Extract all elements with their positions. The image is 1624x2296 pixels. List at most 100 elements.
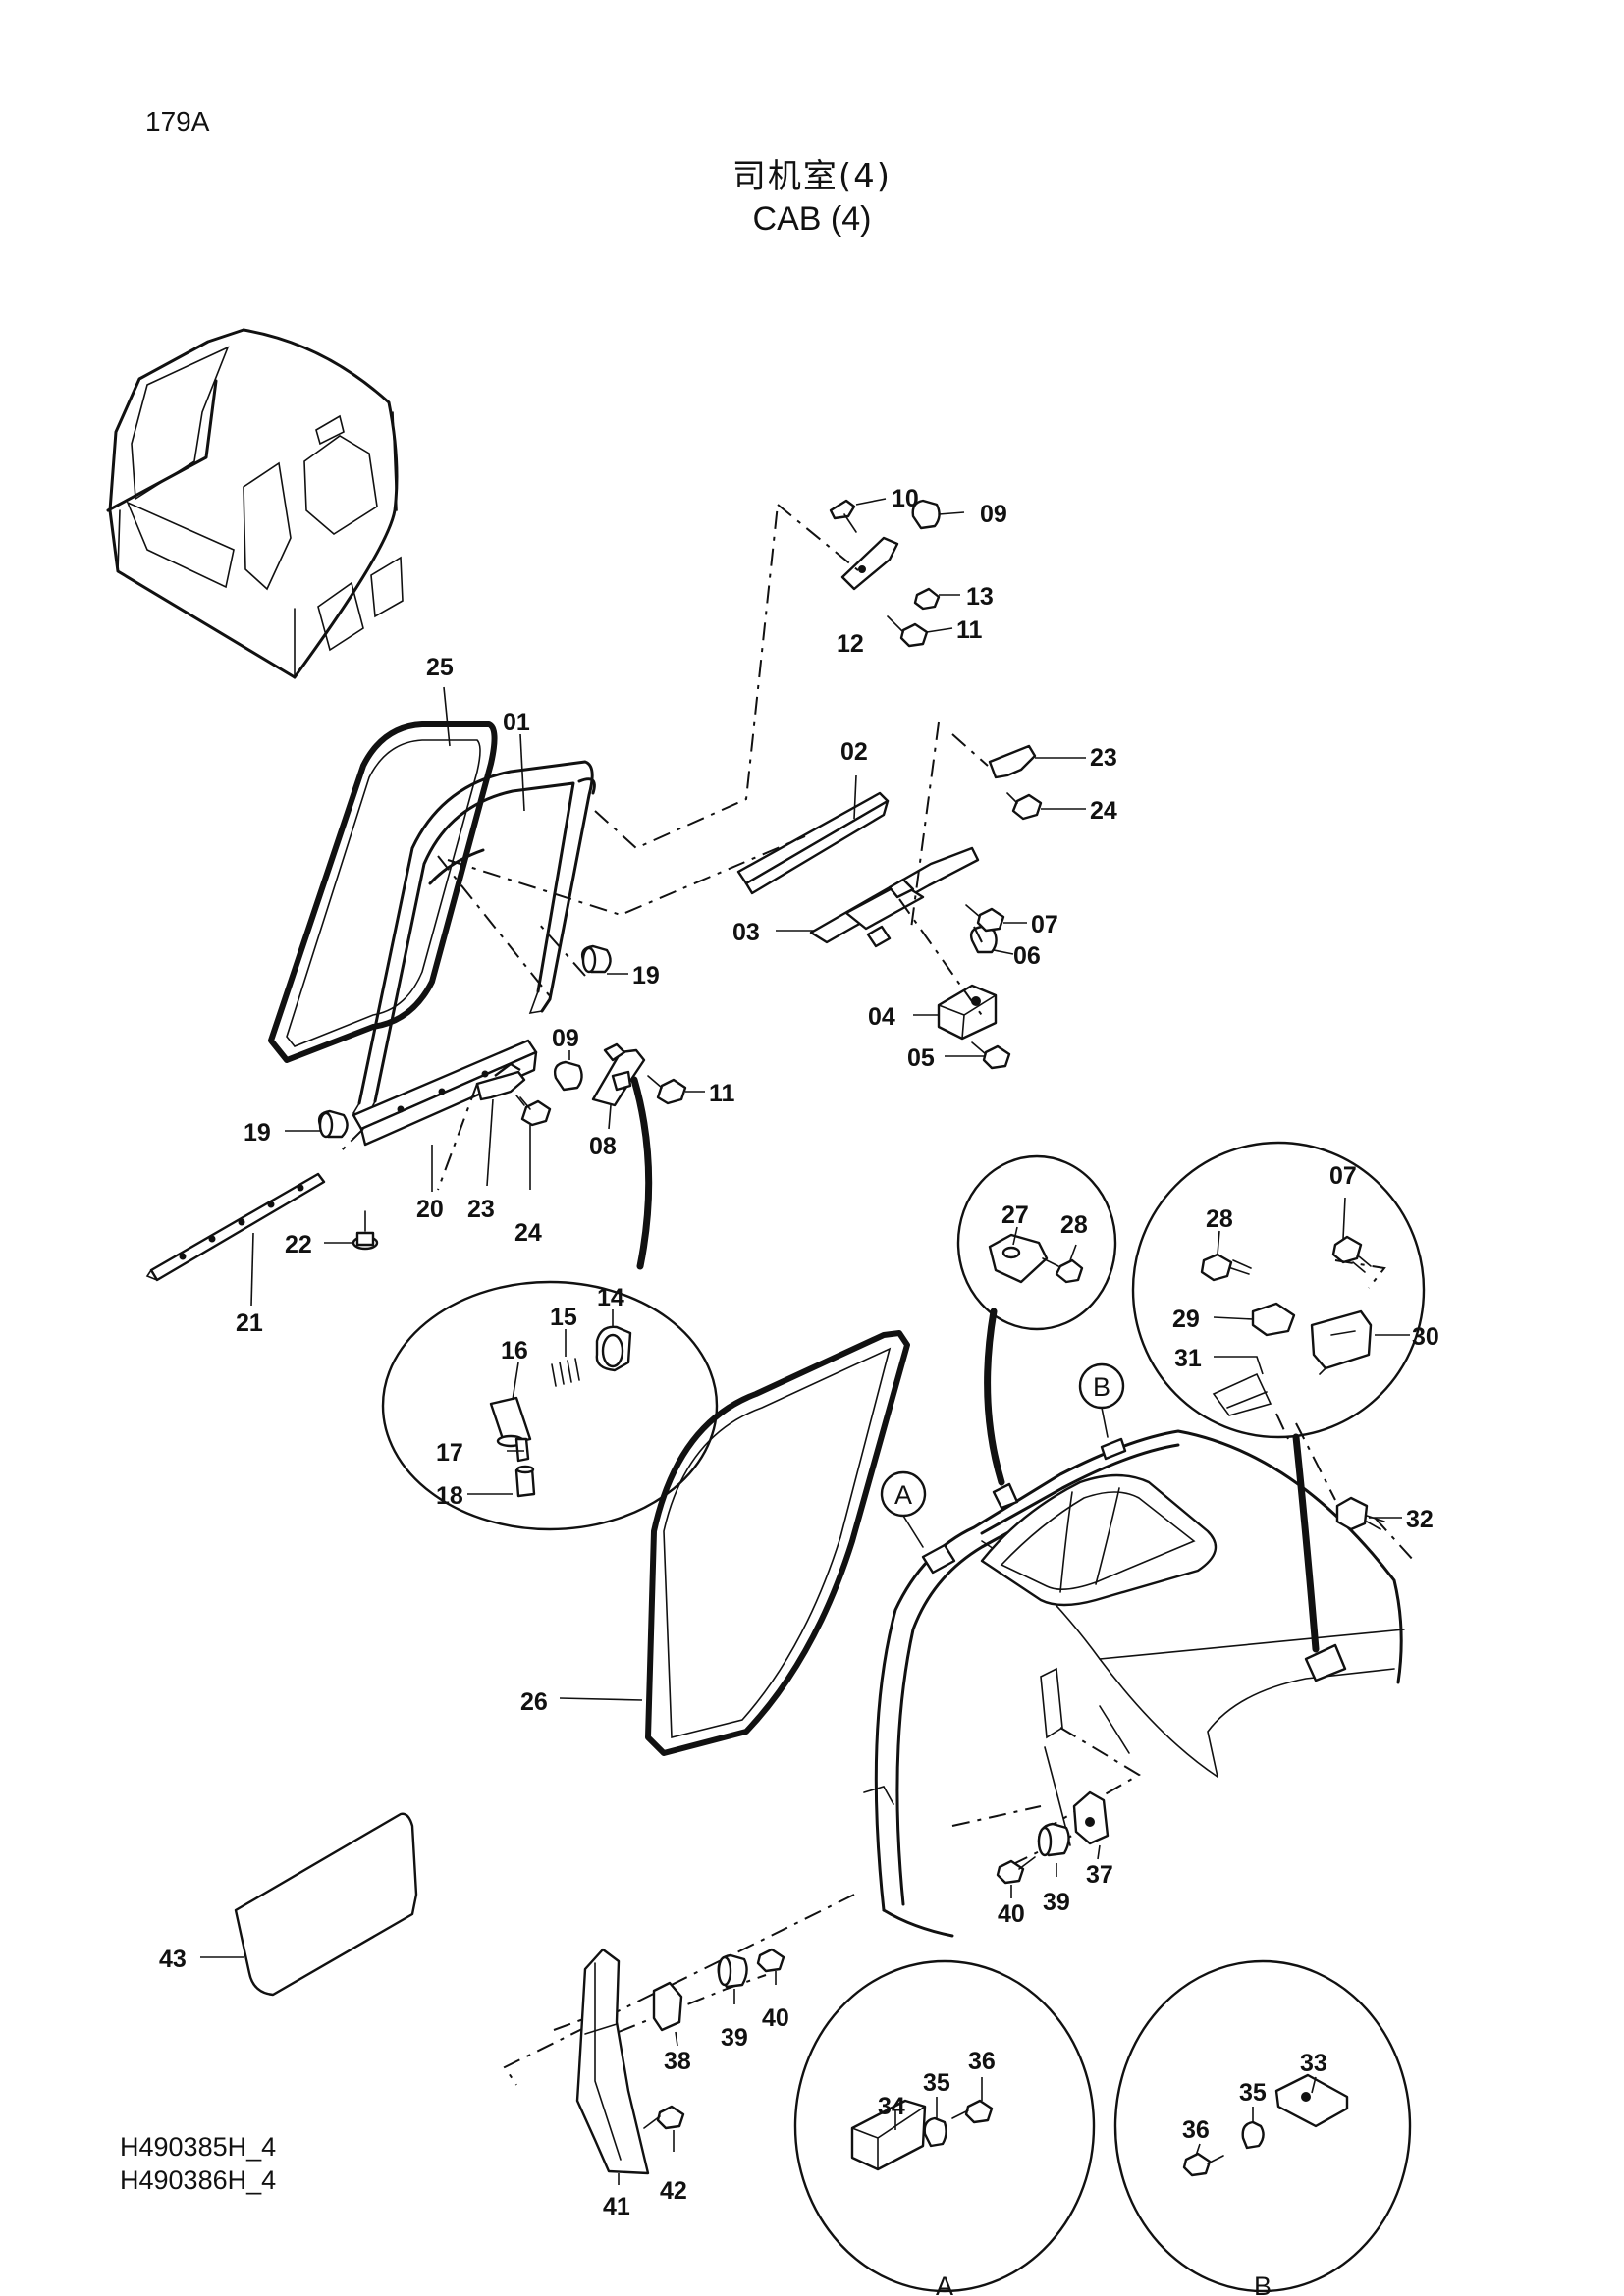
glass-panel-43 [234,1812,418,1997]
spacer-39-right [1037,1822,1070,1857]
title-english: CAB (4) [752,200,872,238]
callout-13: 13 [966,583,994,611]
callout-15: 15 [550,1304,577,1331]
callout-10: 10 [892,485,919,512]
callout-34: 34 [878,2093,905,2120]
roller-bracket-03 [809,846,980,948]
callout-17: 17 [436,1439,463,1467]
callout-06: 06 [1013,942,1041,970]
callout-09-upper: 09 [980,501,1007,528]
callout-12: 12 [837,630,864,658]
callout-24-upper: 24 [1090,797,1117,825]
guide-rail-02 [736,791,890,895]
callout-03: 03 [732,919,760,946]
bracket-37 [1072,1790,1110,1845]
bolt-40-left [756,1948,785,1973]
callout-07-upper: 07 [1031,911,1058,938]
view-b-marker: B [1078,1362,1125,1438]
bracket-04 [937,984,998,1041]
drawing-number-2: H490386H_4 [120,2165,276,2195]
bolt-42 [643,2105,685,2130]
bolt-07-upper [965,904,1005,933]
view-a-caption: A [936,2271,953,2296]
callout-29: 29 [1172,1306,1200,1333]
bolt-24-lower [515,1095,552,1127]
callout-21: 21 [236,1309,263,1337]
door-catch-41 [575,1948,650,2175]
view-b-label: B [1093,1372,1110,1402]
cab-overview-illustration [106,328,404,679]
leader-lines [200,498,1410,2185]
lower-rail-20 [352,1039,538,1147]
callout-22: 22 [285,1231,312,1258]
rail-21 [145,1172,326,1282]
callout-24-lower: 24 [514,1219,542,1247]
callout-42: 42 [660,2177,687,2205]
bolt-32 [1335,1496,1385,1531]
weather-strip-26 [645,1330,910,1756]
callout-32: 32 [1406,1506,1434,1533]
bolt-22 [352,1210,379,1251]
callout-41: 41 [603,2193,630,2220]
callout-26: 26 [520,1688,548,1716]
bolt-05 [971,1041,1011,1070]
callout-14: 14 [597,1284,624,1311]
roller-19-upper [580,944,612,974]
callout-23-upper: 23 [1090,744,1117,772]
callout-35-view-a: 35 [923,2069,950,2097]
detail-circle-27-28 [956,1154,1117,1486]
bolt-40-right [996,1856,1036,1885]
callout-40-right: 40 [998,1900,1025,1928]
drawing-number-1: H490385H_4 [120,2132,276,2162]
callout-07-lower: 07 [1329,1162,1357,1190]
callout-31: 31 [1174,1345,1202,1372]
bolt-11-lower [647,1075,687,1105]
bolt-24-upper [1006,792,1043,821]
view-a-label: A [894,1480,912,1510]
detail-view-a [793,1959,1096,2293]
detail-circle-14-18 [381,1076,719,1531]
page-number: 179A [145,106,210,136]
detail-circle-28-31 [1131,1141,1426,1653]
roller-09-lower [553,1060,583,1092]
callout-01: 01 [503,709,530,736]
nut-13 [913,587,941,611]
callout-33: 33 [1300,2050,1327,2077]
callout-23-lower: 23 [467,1196,495,1223]
view-b-caption: B [1254,2271,1272,2296]
callout-43: 43 [159,1946,187,1973]
callout-11-lower: 11 [709,1080,735,1107]
assembly-lines [337,504,1415,2086]
callout-20: 20 [416,1196,444,1223]
callout-39-right: 39 [1043,1889,1070,1916]
callout-04: 04 [868,1003,895,1031]
callout-09-lower: 09 [552,1025,579,1052]
callout-19-upper: 19 [632,962,660,989]
catch-08-assembly [591,1042,646,1107]
callout-19-lower: 19 [244,1119,271,1147]
striker-38 [652,1981,683,2032]
callout-40-left: 40 [762,2004,789,2032]
detail-view-b [1113,1959,1412,2293]
roller-19-lower [317,1109,349,1139]
callout-16: 16 [501,1337,528,1364]
callout-28-right: 28 [1206,1205,1233,1233]
pin-10 [829,499,857,533]
bracket-23-lower [475,1062,526,1101]
callout-27: 27 [1001,1201,1029,1229]
callout-30: 30 [1412,1323,1439,1351]
callout-38: 38 [664,2048,691,2075]
weather-strip-25 [268,721,498,1063]
bolt-11-upper [887,615,929,648]
callout-39-left: 39 [721,2024,748,2052]
roller-09-upper [911,499,941,530]
callout-28-left: 28 [1060,1211,1088,1239]
callout-11-upper: 11 [956,616,983,644]
callout-36-view-a: 36 [968,2048,996,2075]
callout-labels: 10 09 13 11 12 25 01 02 23 24 03 07 06 1… [159,485,1439,2220]
callout-05: 05 [907,1044,935,1072]
spacer-39-left [717,1953,748,1989]
bracket-12 [840,536,899,591]
callout-36-view-b: 36 [1182,2116,1210,2144]
